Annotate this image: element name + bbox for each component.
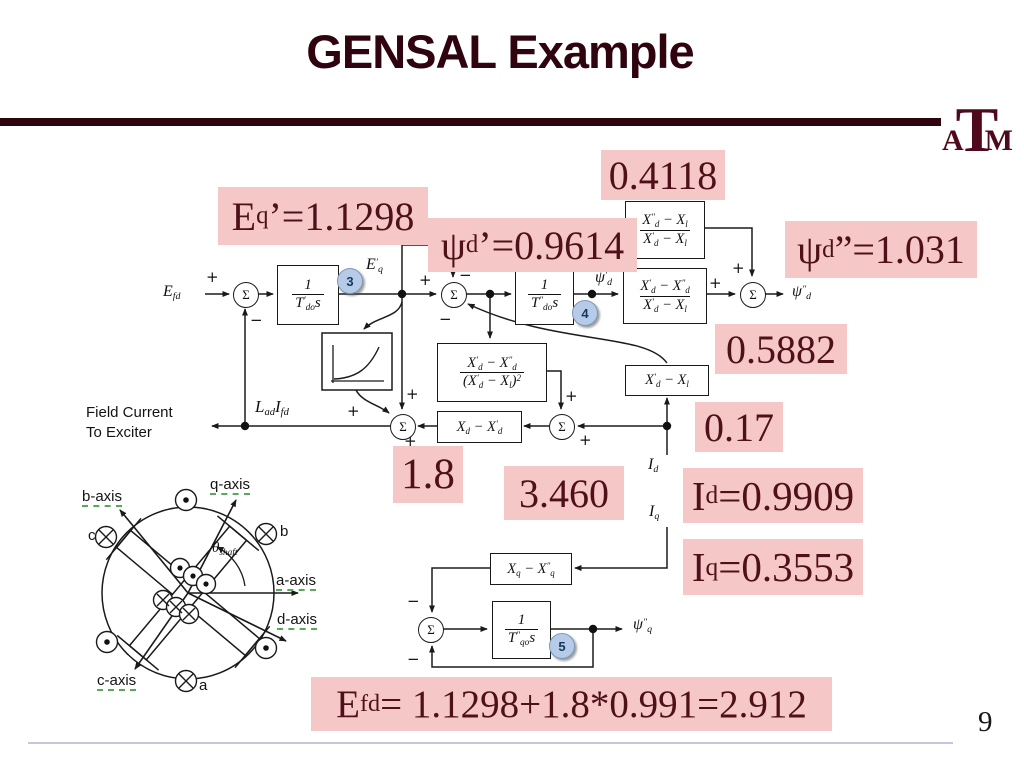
winding-cross-symbols [94, 522, 278, 693]
signal-id: Id [648, 456, 659, 476]
footer-divider [28, 742, 953, 744]
block-den: T′dos [292, 293, 324, 314]
sigma-symbol: Σ [749, 287, 757, 302]
axis-label-q: q-axis [210, 476, 251, 495]
signal-efd: Efd [163, 283, 181, 303]
block-den: X′d − Xl [640, 229, 690, 248]
phase-label-c: c [88, 527, 96, 544]
sign-plus: + [579, 431, 592, 449]
sign-plus: + [406, 385, 419, 403]
signal-iq: Iq [649, 503, 660, 523]
state-badge-3: 3 [337, 268, 363, 294]
field-current-line1: Field Current [86, 404, 173, 421]
block-xd-minus-xdp: Xd − X′d [437, 411, 522, 443]
page-number: 9 [978, 706, 993, 738]
wire-junction-dots [240, 289, 672, 634]
field-current-label: Field Current To Exciter [86, 403, 173, 443]
sigma-symbol: Σ [558, 419, 566, 434]
field-current-line2: To Exciter [86, 424, 152, 441]
axis-label-a: a-axis [276, 572, 317, 591]
sigma-symbol: Σ [427, 622, 435, 637]
axis-label-c: c-axis [97, 672, 137, 691]
sum-junction-q-axis: Σ [418, 617, 444, 643]
title-divider [0, 118, 941, 126]
sign-minus: − [407, 592, 420, 610]
annotation-0-17: 0.17 [695, 402, 783, 452]
signal-lad-ifd: LadIfd [255, 397, 289, 419]
axis-label-d: d-axis [277, 611, 318, 630]
block-num: 1 [540, 277, 549, 294]
tamu-logo-icon: A T M [941, 92, 1013, 168]
sum-junction-field-current: Σ [390, 414, 416, 440]
phase-label-a: a [199, 677, 208, 694]
axis-label-b: b-axis [82, 488, 123, 507]
signal-psi-d-prime: ψ′d [595, 269, 613, 289]
annotation-3-460: 3.460 [504, 466, 624, 520]
sum-junction-field: Σ [233, 282, 259, 308]
sigma-symbol: Σ [399, 419, 407, 434]
block-num: X″d − Xl [642, 212, 688, 230]
block-num: 1 [517, 611, 526, 628]
logo-letter-m: M [984, 124, 1013, 157]
block-den: T″dos [527, 294, 562, 314]
sign-plus: + [732, 259, 745, 277]
signal-eq-prime: E′q [366, 256, 383, 276]
block-label: Xd − X′d [456, 418, 503, 436]
winding-dot-symbols [95, 488, 278, 660]
sign-plus: + [404, 432, 417, 450]
state-badge-5: 5 [549, 633, 575, 659]
logo-letter-a: A [942, 124, 964, 157]
block-xdp-minus-xl: X′d − Xl [625, 365, 709, 396]
block-num: 1 [304, 276, 312, 293]
label-theta-shaft: θshaft [212, 540, 238, 558]
block-ratio-squared: X′d − X″d(X′d − Xl)2 [437, 343, 547, 402]
machine-axes-diagram [94, 488, 299, 693]
sigma-symbol: Σ [450, 287, 458, 302]
block-den: (X′d − Xl)2 [460, 372, 524, 390]
block-num: X′d − X″d [467, 354, 517, 372]
annotation-1-8: 1.8 [393, 446, 463, 503]
block-xq-minus-xqpp: Xq − X″q [490, 553, 572, 585]
sign-minus: − [250, 311, 263, 329]
block-label: X′d − Xl [645, 372, 689, 389]
sum-junction-psidpp: Σ [740, 282, 766, 308]
annotation-0-4118: 0.4118 [601, 150, 725, 200]
sum-junction-psidp: Σ [441, 282, 467, 308]
block-den: X′d − Xl [640, 295, 690, 314]
saturation-block [321, 332, 393, 391]
sign-plus: + [419, 271, 432, 289]
logo-letter-t: T [955, 94, 999, 165]
phase-label-b: b [280, 523, 289, 540]
state-badge-4: 4 [572, 300, 598, 326]
sign-plus: + [565, 387, 578, 405]
block-den: T″qos [504, 628, 539, 649]
signal-psi-d-dprime: ψ″d [792, 283, 812, 303]
signal-psi-q-dprime: ψ″q [633, 616, 653, 636]
sign-minus: − [407, 650, 420, 668]
sign-plus: + [206, 268, 219, 286]
sign-plus: + [709, 274, 722, 292]
sigma-symbol: Σ [242, 287, 250, 302]
annotation-0-5882: 0.5882 [715, 324, 847, 374]
sign-plus: + [347, 402, 360, 420]
sum-junction-mid: Σ [549, 414, 575, 440]
block-num: X′d − X″d [640, 278, 690, 296]
sign-minus: − [439, 310, 452, 328]
block-label: Xq − X″q [507, 560, 555, 578]
page-title: GENSAL Example [306, 25, 694, 78]
